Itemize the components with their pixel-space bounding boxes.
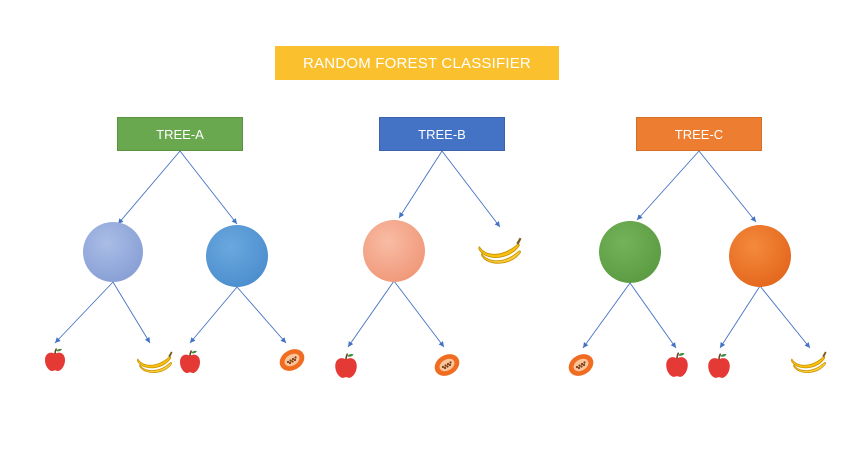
papaya-icon	[277, 347, 307, 373]
tree-c-edges	[582, 150, 811, 349]
edge-c-root-right	[698, 150, 757, 223]
edge-b1-right	[393, 280, 445, 348]
edge-b-root-left	[398, 150, 443, 219]
tree-c-node-left	[599, 221, 661, 283]
edge-a1-left	[54, 281, 114, 344]
tree-b-label: TREE-B	[379, 117, 505, 151]
edge-c1-left	[582, 282, 631, 349]
edge-c-root-left	[636, 150, 700, 221]
apple-icon	[334, 352, 358, 379]
banana-icon	[790, 350, 827, 374]
banana-icon	[478, 237, 522, 264]
diagram-title: RANDOM FOREST CLASSIFIER	[275, 46, 559, 80]
papaya-icon	[566, 351, 596, 379]
tree-b-edges	[347, 150, 501, 348]
papaya-icon	[432, 351, 462, 379]
edge-c2-right	[759, 285, 811, 349]
tree-a-label: TREE-A	[117, 117, 243, 151]
edge-b-root-right	[441, 150, 501, 228]
edge-c1-right	[629, 282, 677, 349]
apple-icon	[179, 349, 201, 374]
edge-b1-left	[347, 280, 395, 348]
apple-icon	[665, 351, 689, 378]
edge-a2-right	[236, 286, 287, 344]
tree-c-node-right	[729, 225, 791, 287]
tree-c-label: TREE-C	[636, 117, 762, 151]
tree-a-edges	[54, 150, 287, 344]
tree-b-node	[363, 220, 425, 282]
edge-a1-right	[112, 281, 151, 344]
edge-a-root-right	[179, 150, 238, 225]
tree-a-node-left	[83, 222, 143, 282]
edge-a2-left	[189, 286, 238, 344]
edge-a-root-left	[117, 150, 181, 225]
apple-icon	[707, 352, 731, 379]
banana-icon	[136, 350, 173, 374]
edge-c2-left	[719, 285, 761, 349]
tree-a-node-right	[206, 225, 268, 287]
apple-icon	[44, 347, 66, 372]
